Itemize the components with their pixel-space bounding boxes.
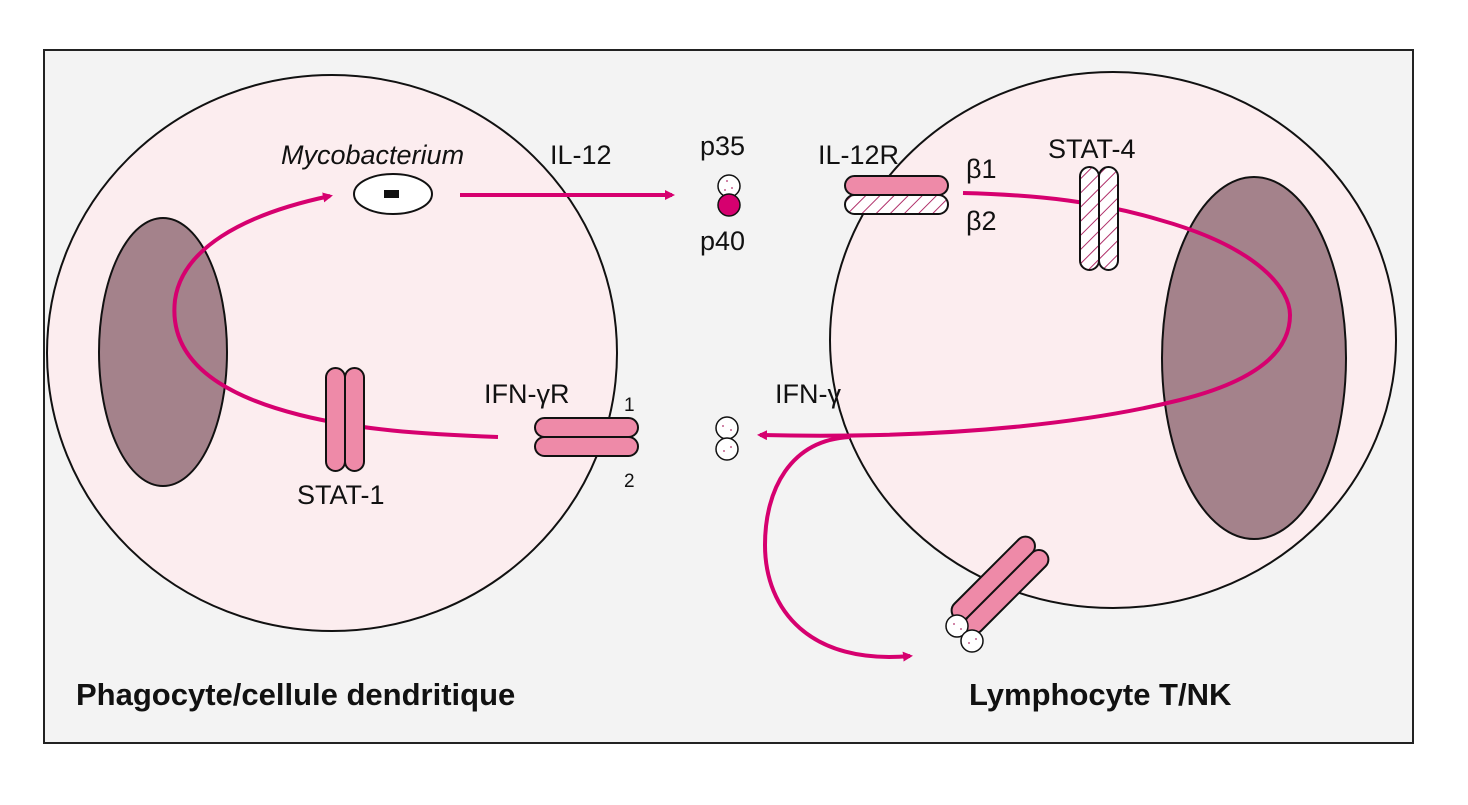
ifng-dot <box>730 446 732 448</box>
phagocyte-cell <box>46 74 618 632</box>
stat1-monomer-right <box>344 367 365 472</box>
ifng-dot <box>953 623 955 625</box>
mycobacterium-label: Mycobacterium <box>281 140 464 170</box>
stat4-monomer-right <box>1098 166 1119 271</box>
p35-dot <box>724 189 726 191</box>
ifng-dot <box>968 642 970 644</box>
ifng-dot <box>722 425 724 427</box>
beta1-label: β1 <box>966 154 997 184</box>
mycobacterium-minus-sign <box>384 190 399 198</box>
ifng-dot <box>730 429 732 431</box>
ifngr-chain-2 <box>534 436 639 457</box>
p35-label: p35 <box>700 131 745 161</box>
il12r-beta1-chain <box>844 175 949 196</box>
lymphocyte-nucleus <box>1161 176 1347 540</box>
stat1-label: STAT-1 <box>297 480 385 510</box>
ifng-dot <box>960 628 962 630</box>
p40-label: p40 <box>700 226 745 256</box>
ifngr-chain1-label: 1 <box>624 395 635 416</box>
il12r-label: IL-12R <box>818 140 899 170</box>
ifng-dot <box>975 638 977 640</box>
autocrine-ifng-arrow <box>762 435 913 662</box>
p40-subunit-icon <box>717 193 741 217</box>
ifngr-label: IFN-γR <box>484 379 569 409</box>
il12r-beta2-chain <box>844 194 949 215</box>
ifng-dot <box>723 450 725 452</box>
lymphocyte-title: Lymphocyte T/NK <box>969 677 1232 712</box>
ifngr-chain-1 <box>534 417 639 438</box>
ifng-label: IFN-γ <box>775 379 841 409</box>
stat4-monomer-left <box>1079 166 1100 271</box>
ifng-dimer-bottom-icon <box>715 437 739 461</box>
signal-arrow-ifngr-to-mycobacterium <box>172 192 499 439</box>
p35-dot <box>731 187 733 189</box>
ifngr-chain2-label: 2 <box>624 471 635 492</box>
il12-label: IL-12 <box>550 140 612 170</box>
signal-arrow-il12r-to-ifng <box>757 191 1293 441</box>
phagocyte-nucleus <box>98 217 228 487</box>
stat4-label: STAT-4 <box>1048 134 1136 164</box>
beta2-label: β2 <box>966 206 997 236</box>
autocrine-ifng-top-icon <box>945 614 969 638</box>
phagocyte-title: Phagocyte/cellule dendritique <box>76 677 515 712</box>
autocrine-ifng-bottom-icon <box>960 629 984 653</box>
p35-dot <box>726 180 728 182</box>
stat1-monomer-left <box>325 367 346 472</box>
ifng-dimer-top-icon <box>715 416 739 440</box>
